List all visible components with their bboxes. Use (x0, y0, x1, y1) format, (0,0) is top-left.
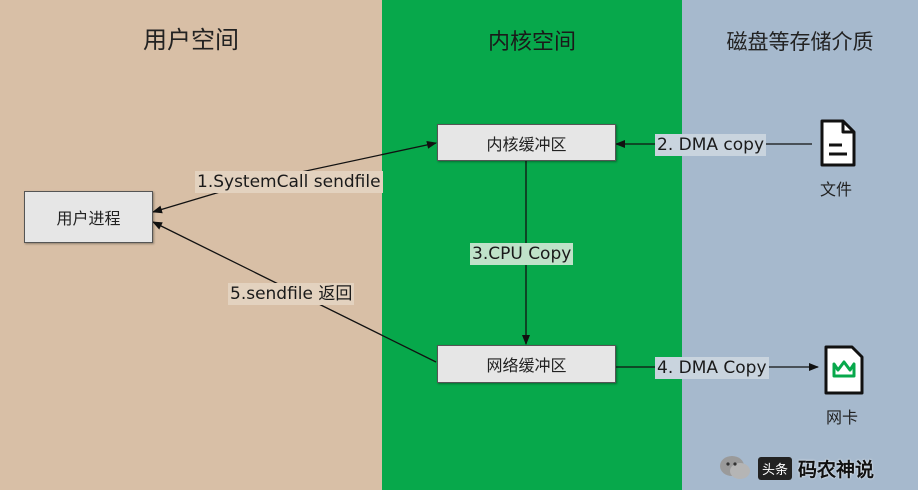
watermark-badge: 头条 (758, 456, 793, 480)
kernel-space-title: 内核空间 (487, 30, 576, 55)
step4-label: 4. DMA Copy (655, 357, 769, 379)
disk-panel: 磁盘等存储介质 (682, 0, 918, 490)
step1-label: 1.SystemCall sendfile (195, 171, 383, 193)
user-space-panel: 用户空间 (0, 0, 382, 490)
step2-label: 2. DMA copy (655, 134, 767, 156)
file-caption: 文件 (820, 180, 853, 199)
user-process-box: 用户进程 (24, 191, 153, 243)
file-icon (820, 119, 856, 167)
step3-label: 3.CPU Copy (470, 243, 574, 265)
network-card-icon (824, 345, 864, 395)
kernel-space-panel: 内核空间 (382, 0, 682, 490)
network-buffer-box: 网络缓冲区 (437, 345, 616, 383)
watermark-text: 码农神说 (798, 458, 875, 481)
network-card-caption: 网卡 (826, 408, 859, 427)
wechat-icon (720, 456, 750, 479)
disk-title: 磁盘等存储介质 (726, 30, 874, 54)
kernel-buffer-box: 内核缓冲区 (437, 124, 616, 161)
step5-label: 5.sendfile 返回 (228, 283, 355, 305)
user-space-title: 用户空间 (143, 26, 239, 54)
watermark: 头条 码农神说 (718, 450, 874, 486)
